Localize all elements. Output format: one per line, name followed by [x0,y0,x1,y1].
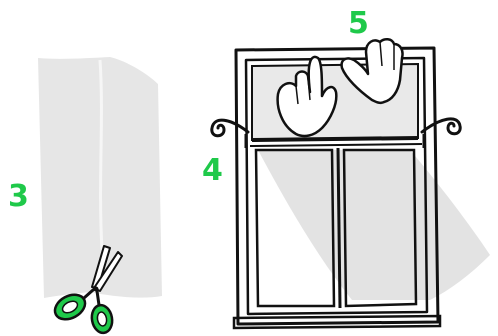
step-number-3: 3 [8,179,29,214]
right-scroll-bracket [422,119,460,134]
step-number-4: 4 [202,153,223,188]
step-number-5: 5 [348,6,369,41]
film-crease [100,60,102,250]
left-scroll-bracket [212,120,248,136]
step-4-window-group [212,48,490,328]
film-drape [258,150,490,300]
